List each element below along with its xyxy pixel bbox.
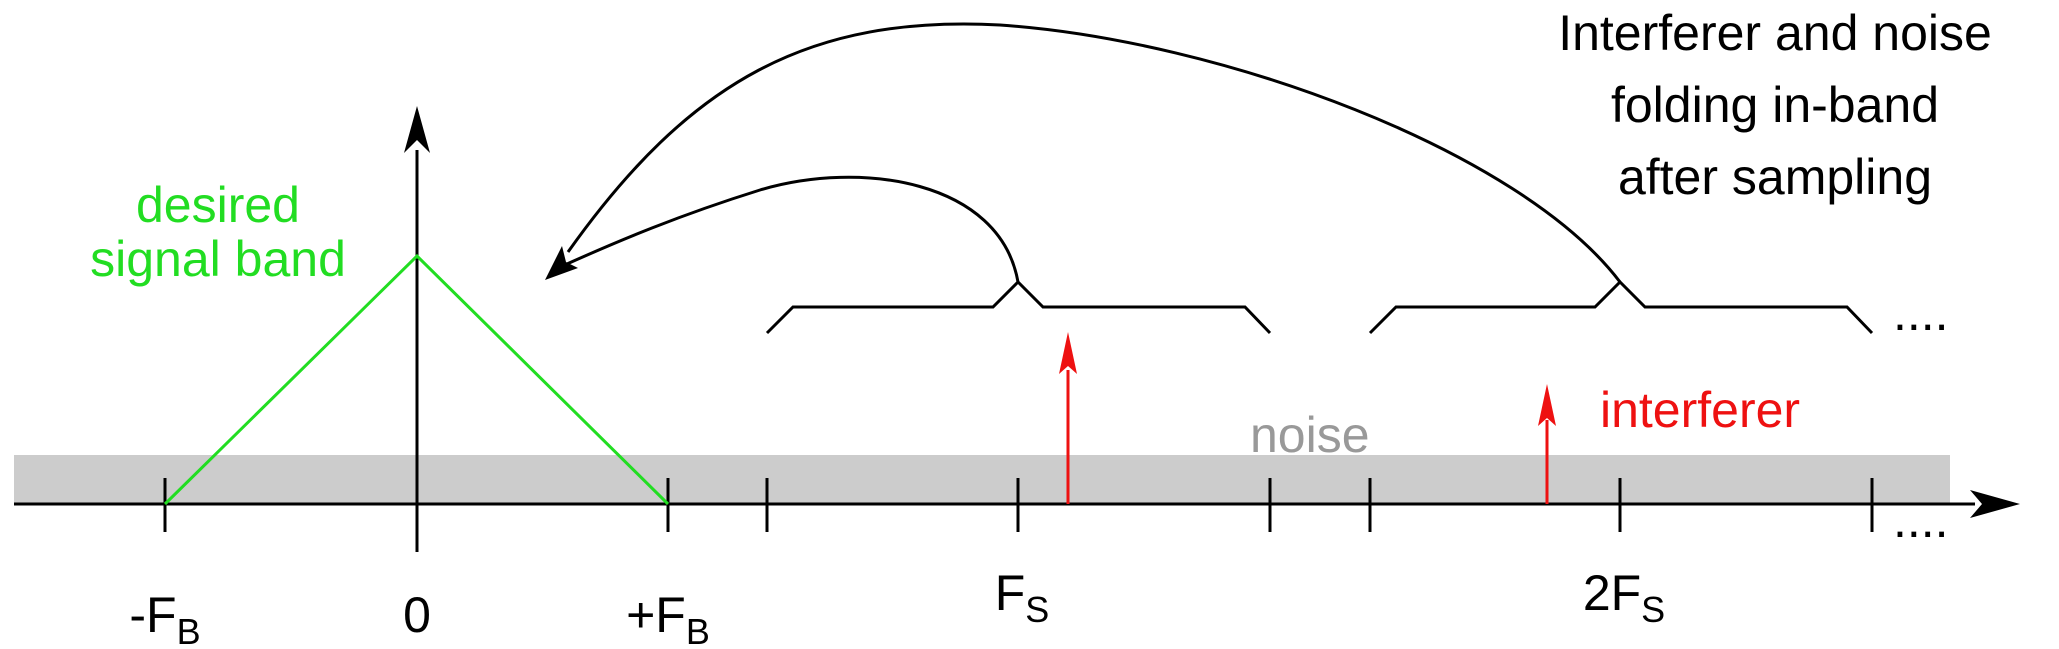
desired-signal-triangle [163,253,670,506]
noise-label: noise [1250,407,1370,463]
interferer-arrow-fs [1059,332,1077,504]
axis-ticks [163,478,1874,532]
brace-around-fs [765,279,1272,335]
annotation-line-1: Interferer and noise [1558,5,1992,61]
signal-band-label: desired signal band [90,177,346,287]
annotation-line-3: after sampling [1618,149,1932,205]
noise-band [14,455,1950,503]
y-axis-arrowhead [404,106,430,153]
brace-around-2fs [1368,279,1874,335]
tick-label-fs: FS [995,565,1050,630]
folding-arrowhead [545,246,578,280]
annotation-line-2: folding in-band [1611,77,1939,133]
folding-arc-from-2fs [566,22,1622,283]
tick-label-neg-fb: -FB [129,587,200,649]
ellipsis-lower: .... [1893,492,1949,548]
tick-label-2fs: 2FS [1583,565,1665,630]
tick-label-zero: 0 [403,587,431,643]
folding-annotation: Interferer and noise folding in-band aft… [1558,5,1992,205]
interferer-arrow-2fs [1538,384,1556,504]
signal-label-line-1: desired [136,177,300,233]
signal-label-line-2: signal band [90,231,346,287]
x-axis-arrowhead [1970,490,2020,518]
tick-label-pos-fb: +FB [626,587,710,649]
folding-arc-from-fs [557,175,1020,283]
interferer-label: interferer [1600,382,1800,438]
ellipsis-upper: .... [1893,285,1949,341]
